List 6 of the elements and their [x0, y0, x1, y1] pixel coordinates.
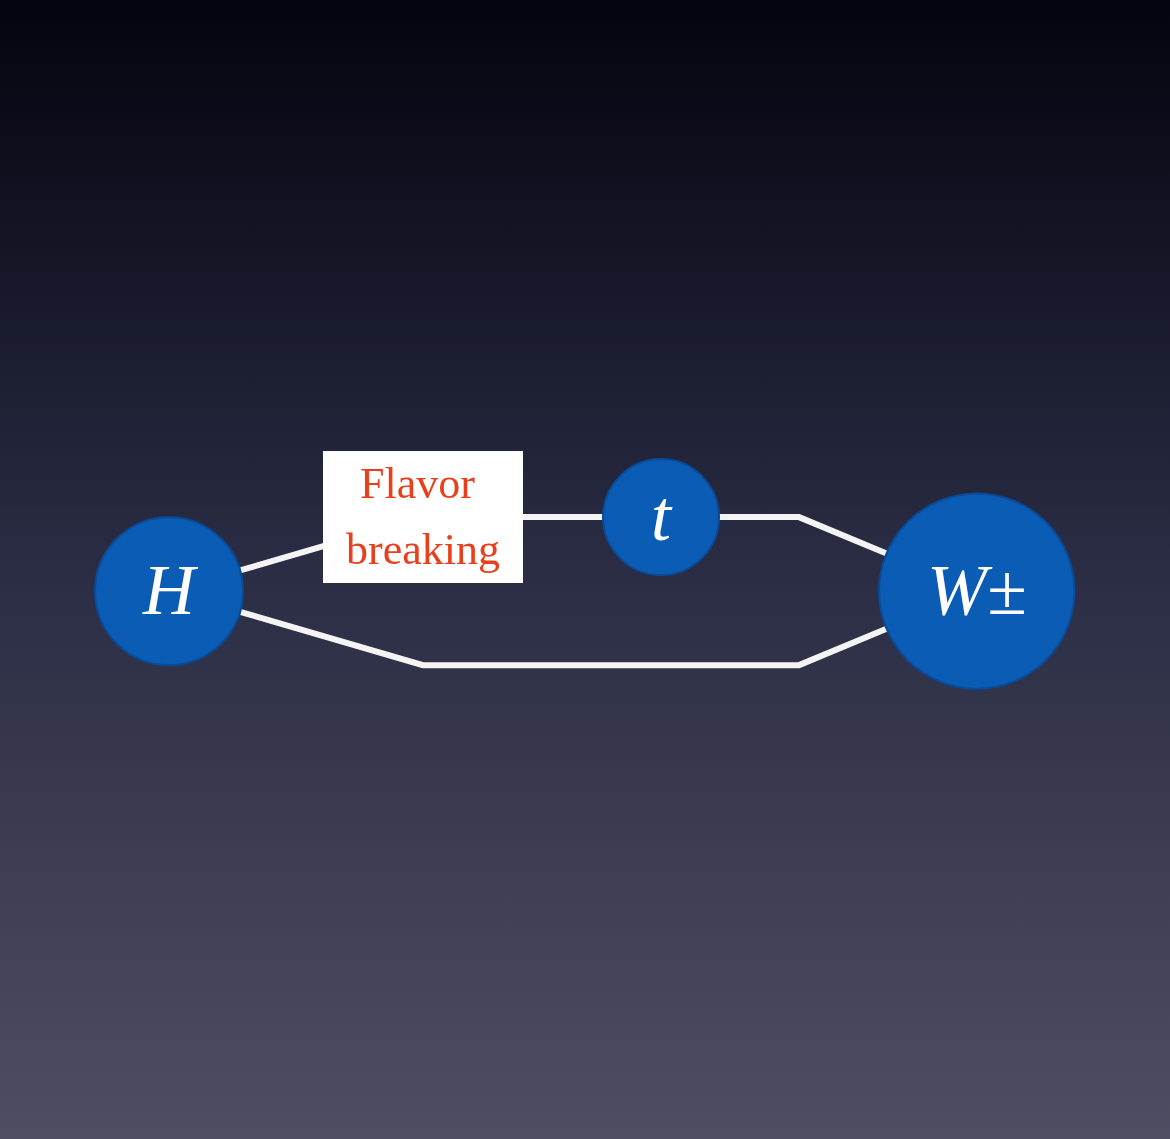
node-circle: W± — [878, 491, 1076, 690]
connector — [239, 608, 888, 668]
edge-label: Flavor breaking — [346, 458, 501, 574]
node-circle: t — [602, 457, 721, 576]
connector — [719, 513, 888, 556]
node-circle: H — [94, 515, 245, 666]
